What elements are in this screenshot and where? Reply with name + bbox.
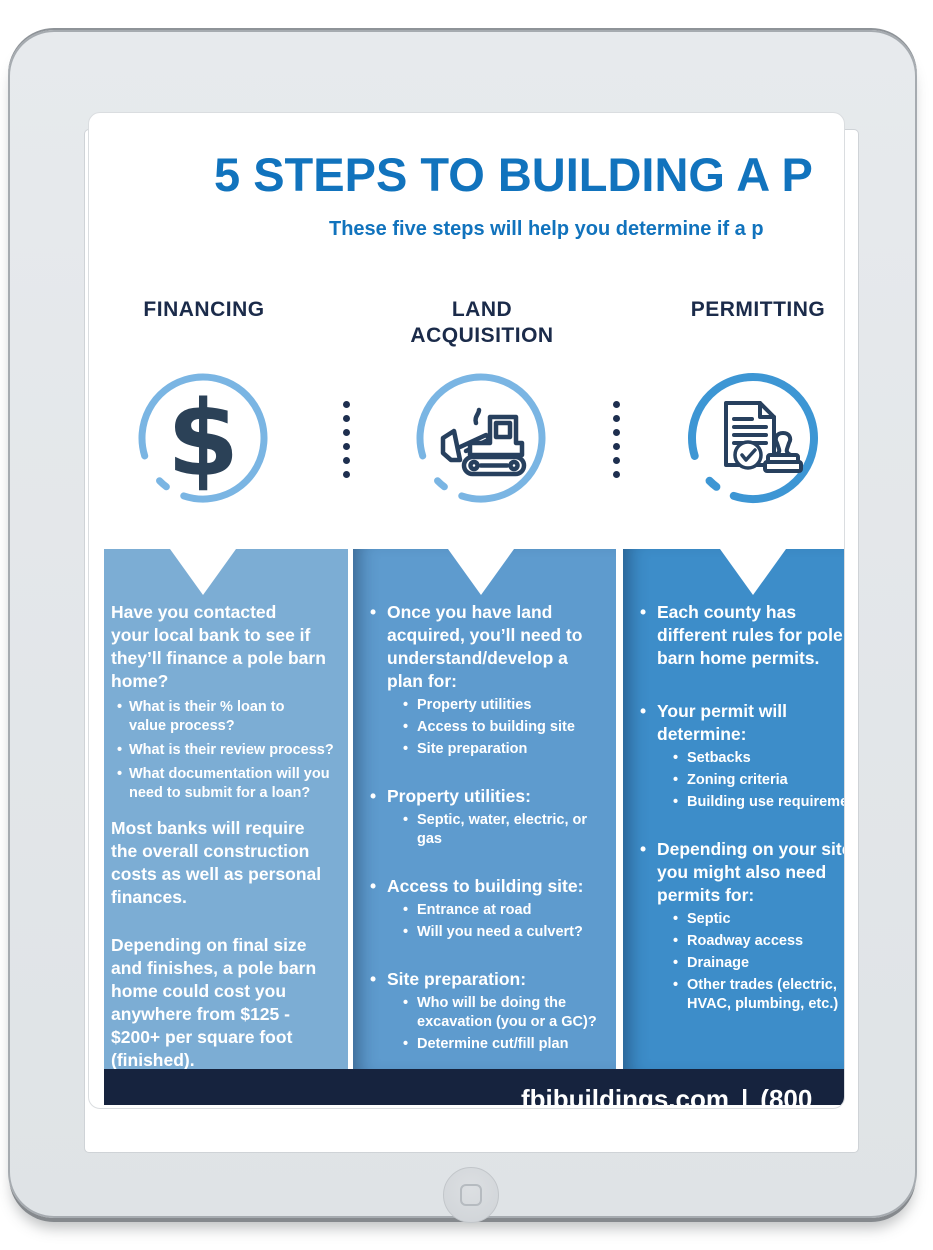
land-sub-bullet: Property utilities — [360, 696, 612, 715]
permit-sub-bullet: Building use requirements — [630, 793, 844, 812]
column-header-land-acquisition: LAND ACQUISITION — [410, 298, 554, 347]
dotted-divider-icon — [343, 401, 350, 478]
footer-bar: fbibuildings.com | (800 — [104, 1069, 844, 1105]
land-bullet-heading: Property utilities: — [360, 785, 612, 808]
permit-sub-bullet: Other trades (electric, HVAC, plumbing, … — [630, 976, 844, 1014]
land-sub-bullet: Will you need a culvert? — [360, 923, 612, 942]
dollar-sign-icon: $ — [136, 371, 270, 505]
column-header-financing: FINANCING — [143, 298, 265, 321]
infographic-card: 5 STEPS TO BUILDING A P These five steps… — [88, 112, 845, 1109]
footer-phone: (800 — [760, 1084, 813, 1105]
land-acquisition-column: Once you have land acquired, you’ll need… — [353, 549, 616, 1069]
land-sub-bullet: Determine cut/fill plan — [360, 1035, 612, 1054]
notch-pointer — [170, 549, 236, 595]
permit-bullet-heading: Your permit will determine: — [630, 700, 844, 746]
permit-bullet-heading: Depending on your site, you might also n… — [630, 838, 844, 907]
financing-paragraph: Most banks will require the overall cons… — [111, 818, 322, 907]
financing-column: Have you contacted your local bank to se… — [104, 549, 348, 1070]
permit-document-stamp-icon — [686, 371, 820, 505]
land-bullet-heading: Access to building site: — [360, 875, 612, 898]
land-sub-bullet: Access to building site — [360, 718, 612, 737]
permit-sub-bullet: Septic — [630, 910, 844, 929]
notch-pointer — [720, 549, 786, 595]
column-header-permitting: PERMITTING — [690, 298, 826, 321]
bulldozer-icon — [414, 371, 548, 505]
permit-sub-bullet: Roadway access — [630, 932, 844, 951]
financing-bullet: What is their % loan to value process? — [111, 698, 344, 736]
land-bullet-heading: Once you have land acquired, you’ll need… — [360, 601, 612, 693]
home-button-icon — [460, 1184, 482, 1206]
footer-website: fbibuildings.com — [521, 1084, 729, 1105]
financing-bullet: What is their review process? — [111, 741, 344, 760]
land-sub-bullet: Entrance at road — [360, 901, 612, 920]
notch-pointer — [448, 549, 514, 595]
permitting-column: Each county has different rules for pole… — [623, 549, 844, 1069]
page-subtitle: These five steps will help you determine… — [329, 218, 764, 240]
home-button[interactable] — [443, 1167, 499, 1223]
page-title: 5 STEPS TO BUILDING A P — [214, 148, 813, 201]
land-sub-bullet: Who will be doing the excavation (you or… — [360, 994, 612, 1032]
financing-paragraph: Depending on final size and finishes, a … — [111, 935, 317, 1070]
land-bullet-heading: Site preparation: — [360, 968, 612, 991]
land-sub-bullet: Site preparation — [360, 740, 612, 759]
financing-heading: Have you contacted your local bank to se… — [111, 602, 326, 691]
dotted-divider-icon — [613, 401, 620, 478]
permit-sub-bullet: Drainage — [630, 954, 844, 973]
permit-bullet-heading: Each county has different rules for pole… — [630, 601, 844, 670]
land-sub-bullet: Septic, water, electric, or gas — [360, 811, 612, 849]
footer-separator: | — [741, 1084, 749, 1105]
permit-sub-bullet: Setbacks — [630, 749, 844, 768]
permit-sub-bullet: Zoning criteria — [630, 771, 844, 790]
svg-text:$: $ — [167, 378, 239, 500]
financing-bullet: What documentation will you need to subm… — [111, 765, 344, 803]
footer-contact: fbibuildings.com | (800 — [521, 1084, 812, 1105]
